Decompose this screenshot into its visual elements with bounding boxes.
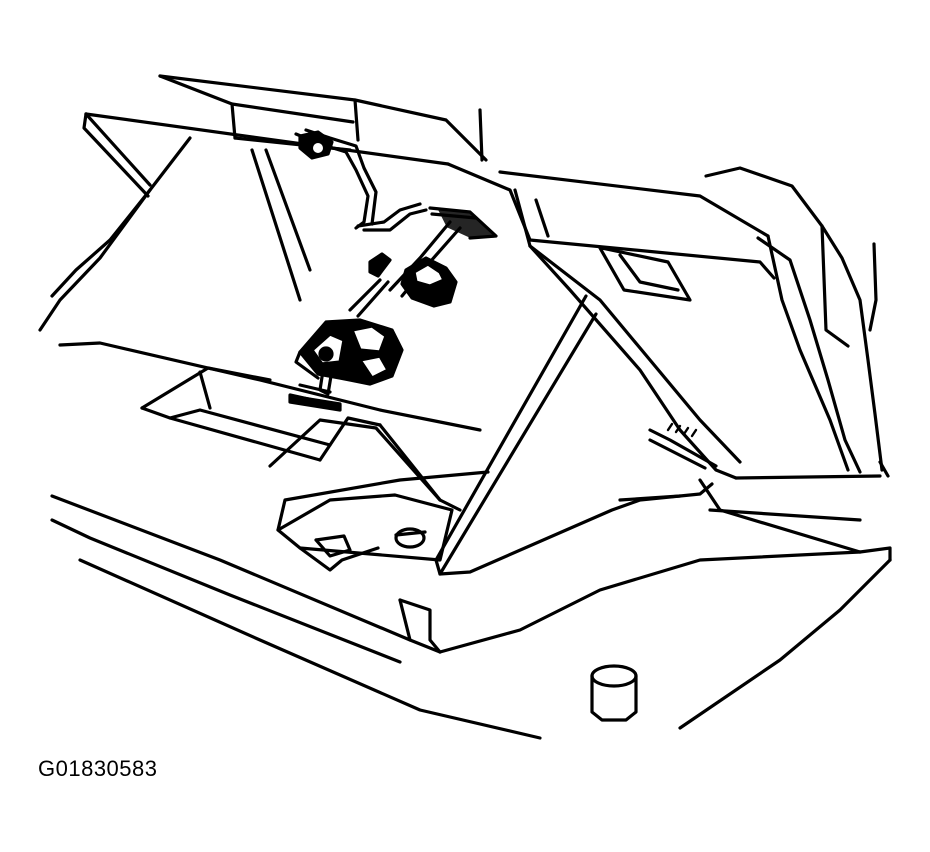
glove-box-opening	[58, 341, 482, 512]
storage-bin-tray	[276, 470, 490, 572]
lock-cylinder	[294, 318, 404, 396]
striker-plate	[288, 394, 342, 412]
dash-right-end	[498, 166, 890, 478]
lower-console	[50, 478, 892, 740]
latch-assembly	[348, 206, 498, 318]
left-trim-lines	[38, 136, 312, 332]
glove-box-door	[513, 188, 882, 480]
bumper-cylinder	[590, 664, 638, 722]
hatch-ticks	[666, 422, 698, 438]
support-strut	[434, 294, 714, 576]
figure-id-label: G01830583	[38, 756, 158, 781]
latch-rod	[294, 128, 428, 232]
instrument-panel-upper	[82, 74, 532, 242]
